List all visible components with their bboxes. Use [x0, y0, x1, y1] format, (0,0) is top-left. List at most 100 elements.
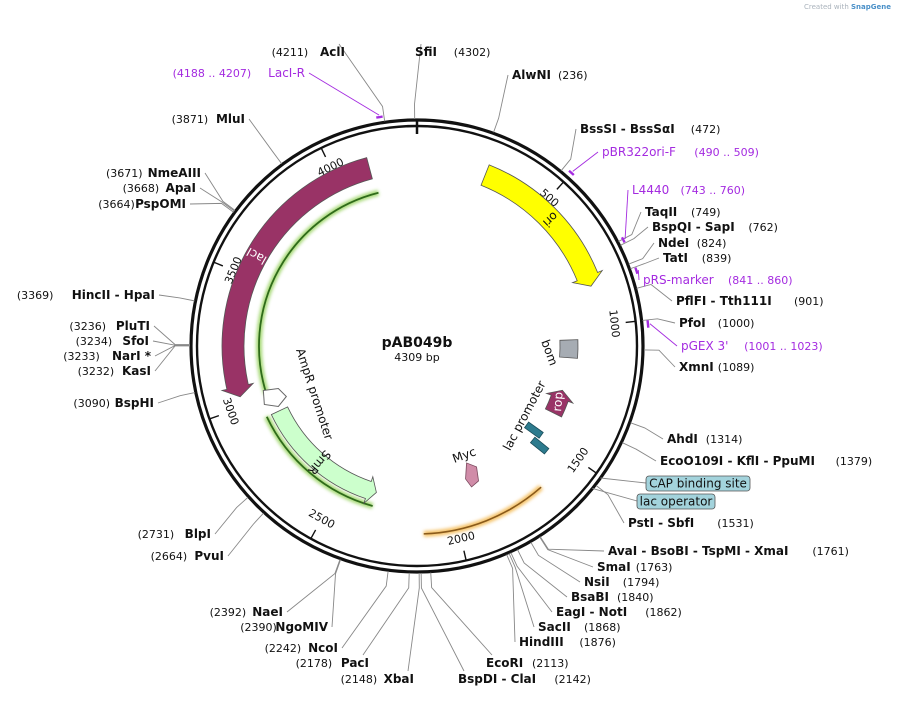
site-bspqi-sapi[interactable]: BspQI - SapI(762): [620, 220, 778, 246]
site-hincii-hpai[interactable]: HincII - HpaI(3369): [17, 288, 195, 302]
tick-mark: [463, 550, 467, 561]
site-paci[interactable]: PacI(2178): [296, 572, 410, 670]
tick-label: 1000: [606, 309, 622, 338]
site-naei[interactable]: NaeI(2392): [210, 559, 341, 619]
site-xbai[interactable]: XbaI(2148): [341, 572, 420, 686]
site-leader: [157, 392, 195, 404]
site-eagi-noti[interactable]: EagI - NotI(1862): [510, 552, 682, 619]
site-nari[interactable]: NarI *(3233): [63, 345, 191, 363]
boxed-lac-operator[interactable]: lac operator: [592, 488, 716, 510]
site-position: (762): [748, 221, 778, 234]
site-alwni[interactable]: AlwNI(236): [493, 68, 588, 133]
primer-pgex-3[interactable]: pGEX 3'(1001 .. 1023): [646, 320, 823, 353]
orange-highlight-line: [423, 486, 542, 535]
site-sfii[interactable]: SfiI(4302): [414, 43, 491, 120]
myc-tag-mark: [465, 462, 479, 488]
primer-l4440[interactable]: L4440(743 .. 760): [620, 183, 746, 243]
site-nmeaiii[interactable]: NmeAIII(3671): [106, 166, 236, 211]
primer-prs-marker[interactable]: pRS-marker(841 .. 860): [634, 267, 793, 287]
feature-body: [270, 406, 377, 505]
site-name: SfiI: [415, 45, 437, 59]
site-pspomi[interactable]: PspOMI(3664): [98, 197, 234, 213]
site-apai[interactable]: ApaI(3668): [123, 181, 235, 212]
primer-mark: [376, 115, 383, 119]
site-name: NgoMIV: [275, 620, 328, 634]
site-leader: [362, 572, 410, 656]
site-tati[interactable]: TatI(839): [630, 251, 731, 270]
boxed-cap-binding-site[interactable]: CAP binding site: [600, 475, 751, 492]
site-acli[interactable]: AclI(4211): [272, 43, 386, 122]
tick-mark: [310, 529, 317, 540]
primer-range: (743 .. 760): [681, 184, 746, 197]
lac-promoter-mark: [529, 436, 550, 455]
site-pfoi[interactable]: PfoI(1000): [642, 316, 755, 330]
site-ngomiv[interactable]: NgoMIV(2390): [240, 559, 341, 634]
site-position: (1794): [623, 576, 660, 589]
site-bsabi[interactable]: BsaBI(1840): [517, 549, 654, 604]
feature-label: lac promoter: [500, 378, 548, 452]
site-mlui[interactable]: MluI(3871): [172, 112, 283, 165]
site-position: (2142): [554, 673, 591, 686]
site-ndei[interactable]: NdeI(824): [628, 236, 727, 265]
site-pvui[interactable]: PvuI (2664): [151, 512, 264, 563]
site-layer: SfiI(4302)AlwNI(236)BssSI - BssSαI(472) T…: [17, 43, 872, 686]
site-bsssi-bsss-i[interactable]: BssSI - BssSαI(472): [560, 122, 720, 171]
site-leader: [407, 572, 420, 672]
site-name: PvuI: [194, 549, 224, 563]
feature-myc[interactable]: Myc: [450, 444, 479, 488]
primer-laci-r[interactable]: LacI-R(4188 .. 4207): [173, 66, 383, 119]
site-ahdi[interactable]: AhdI(1314): [630, 422, 743, 446]
feature-lac-promoter[interactable]: lac promoter: [500, 378, 550, 455]
site-pluti[interactable]: PluTI(3236): [69, 319, 191, 346]
site-leader: [620, 226, 649, 246]
primer-pbr322ori-f[interactable]: pBR322ori-F(490 .. 509): [568, 145, 759, 176]
site-name: BssSI - BssSαI: [580, 122, 675, 136]
site-position: (3236): [69, 320, 106, 333]
feature-body: [544, 389, 575, 418]
primer-layer: LacI-R(4188 .. 4207) pBR322ori-F(490 .. 5…: [173, 66, 823, 353]
tick-mark: [556, 181, 565, 190]
site-position: (3233): [63, 350, 100, 363]
box-label: lac operator: [640, 495, 713, 509]
feature-bom[interactable]: bom: [538, 338, 579, 368]
site-sfoi[interactable]: SfoI(3234): [76, 334, 191, 348]
site-name: SacII: [538, 620, 571, 634]
site-ecori[interactable]: EcoRI(2113): [430, 572, 569, 670]
site-name: PspOMI: [135, 197, 186, 211]
site-leader: [199, 187, 235, 212]
site-ecoo109i-kfli-ppumi[interactable]: EcoO109I - KflI - PpuMI(1379): [622, 442, 872, 468]
site-sacii[interactable]: SacII (1868): [508, 553, 621, 634]
site-bspdi-clai[interactable]: BspDI - ClaI(2142): [420, 572, 591, 686]
feature-smr[interactable]: SmR: [264, 406, 377, 509]
site-smai[interactable]: SmaI(1763): [539, 536, 673, 574]
site-avai-bsobi-tspmi-xmai[interactable]: AvaI - BsoBI - TspMI - XmaI(1761): [539, 536, 849, 558]
feature-ori[interactable]: ori: [480, 164, 604, 287]
site-position: (4211): [272, 46, 309, 59]
site-position: (1868): [584, 621, 621, 634]
site-position: (3369): [17, 289, 54, 302]
site-taqii[interactable]: TaqII(749): [618, 205, 721, 242]
site-leader: [630, 257, 660, 270]
site-leader: [539, 536, 594, 568]
site-position: (1840): [617, 591, 654, 604]
site-blpi[interactable]: BlpI(2731): [138, 497, 249, 541]
site-ncoi[interactable]: NcoI(2242): [265, 571, 389, 655]
site-name: NcoI: [308, 641, 338, 655]
site-psti-sbfi[interactable]: PstI - SbfI(1531): [595, 485, 754, 530]
site-position: (749): [691, 206, 721, 219]
primer-range: (490 .. 509): [694, 146, 759, 159]
feature-laci[interactable]: lacI: [220, 157, 380, 398]
site-leader: [630, 422, 664, 440]
tick-mark: [320, 147, 327, 158]
site-nsii[interactable]: NsiI(1794): [530, 542, 660, 589]
site-position: (2664): [151, 550, 188, 563]
center-label: pAB049b 4309 bp: [382, 335, 453, 364]
site-xmni[interactable]: XmnI(1089): [643, 349, 754, 374]
site-pflfi-tth111i[interactable]: PflFI - Tth111I(901): [636, 283, 824, 308]
primer-leader: [649, 323, 678, 347]
feature-rop[interactable]: rop: [544, 389, 575, 418]
site-hindiii[interactable]: HindIII(1876): [506, 554, 616, 649]
site-position: (3090): [73, 397, 110, 410]
site-bsphi[interactable]: BspHI(3090): [73, 392, 195, 410]
